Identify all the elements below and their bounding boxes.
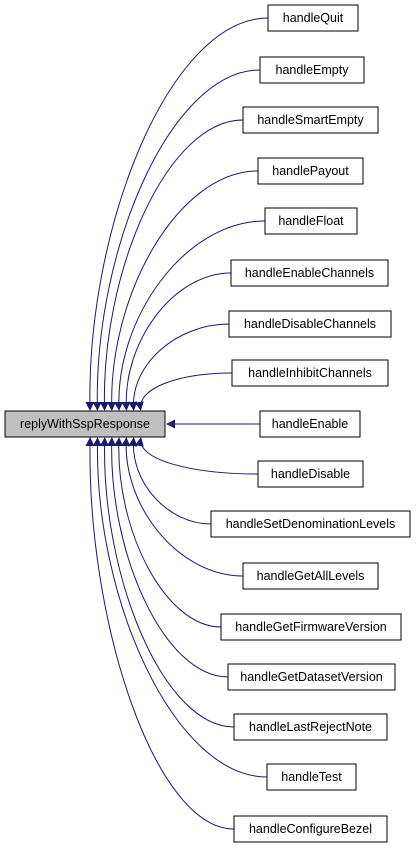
caller-node[interactable]: handleTest: [266, 763, 357, 791]
nodes-layer: replyWithSspResponse handleQuit handleEmp…: [4, 4, 411, 843]
edges-layer: [85, 17, 269, 830]
caller-node[interactable]: handleEnable: [259, 410, 361, 438]
caller-node-label: handlePayout: [272, 164, 349, 178]
caller-node-label: handleInhibitChannels: [248, 366, 372, 380]
caller-node-box: [210, 510, 411, 538]
caller-node-box: [257, 460, 364, 488]
caller-node-box: [264, 207, 358, 235]
caller-node-label: handleEmpty: [276, 63, 350, 77]
caller-node[interactable]: handleSetDenominationLevels: [210, 510, 411, 538]
caller-node[interactable]: handleConfigureBezel: [233, 815, 388, 843]
caller-node[interactable]: handleInhibitChannels: [231, 359, 389, 387]
root-node-label: replyWithSspResponse: [20, 417, 150, 431]
call-edge: [99, 437, 235, 728]
caller-node-box: [259, 410, 361, 438]
caller-node-box: [231, 359, 389, 387]
root-node-box: [4, 410, 166, 438]
caller-node-label: handleEnableChannels: [245, 266, 374, 280]
caller-node-label: handleGetAllLevels: [257, 569, 365, 583]
call-edge: [114, 437, 222, 628]
caller-node[interactable]: handleFloat: [264, 207, 358, 235]
caller-node-box: [259, 56, 365, 84]
caller-node-box: [230, 259, 389, 287]
call-edge: [92, 69, 261, 411]
caller-node[interactable]: handleLastRejectNote: [233, 713, 388, 741]
caller-node-label: handleEnable: [272, 417, 349, 431]
caller-node[interactable]: handleQuit: [267, 4, 359, 32]
call-edge: [128, 323, 230, 411]
call-edge: [107, 437, 229, 678]
caller-node-label: handleQuit: [283, 11, 344, 25]
caller-node[interactable]: handleDisableChannels: [228, 310, 392, 338]
caller-node[interactable]: handleGetDatasetVersion: [227, 663, 396, 691]
caller-node[interactable]: handleDisable: [257, 460, 364, 488]
caller-node-box: [242, 562, 379, 590]
caller-node-box: [228, 310, 392, 338]
root-node[interactable]: replyWithSspResponse: [4, 410, 166, 438]
caller-node[interactable]: handleEnableChannels: [230, 259, 389, 287]
call-edge: [135, 437, 259, 475]
call-edge: [107, 170, 259, 411]
call-edge: [114, 220, 266, 411]
caller-node-label: handleConfigureBezel: [249, 822, 372, 836]
caller-node-box: [267, 4, 359, 32]
caller-node[interactable]: handleGetFirmwareVersion: [220, 613, 402, 641]
caller-node-label: handleGetDatasetVersion: [240, 670, 383, 684]
caller-node[interactable]: handleGetAllLevels: [242, 562, 379, 590]
caller-node-label: handleFloat: [278, 214, 344, 228]
caller-node[interactable]: handleSmartEmpty: [242, 106, 379, 134]
caller-node-box: [266, 763, 357, 791]
caller-node[interactable]: handleEmpty: [259, 56, 365, 84]
caller-node-box: [227, 663, 396, 691]
caller-node-label: handleGetFirmwareVersion: [235, 620, 387, 634]
call-edge: [134, 372, 233, 411]
caller-node-box: [257, 157, 364, 185]
caller-node-box: [233, 815, 388, 843]
call-edge: [128, 437, 212, 525]
call-edge: [92, 437, 268, 778]
caller-node-label: handleDisableChannels: [244, 317, 376, 331]
caller-node-label: handleSetDenominationLevels: [226, 517, 396, 531]
caller-node-label: handleDisable: [271, 467, 350, 481]
caller-node-box: [242, 106, 379, 134]
call-edge: [85, 17, 269, 411]
caller-node-label: handleLastRejectNote: [249, 720, 372, 734]
call-edge: [121, 437, 244, 577]
call-edge: [85, 437, 235, 830]
caller-node-box: [220, 613, 402, 641]
call-edge: [99, 119, 244, 411]
caller-node-box: [233, 713, 388, 741]
call-edge: [121, 272, 232, 411]
caller-node-label: handleTest: [281, 770, 342, 784]
caller-node[interactable]: handlePayout: [257, 157, 364, 185]
caller-node-label: handleSmartEmpty: [257, 113, 364, 127]
